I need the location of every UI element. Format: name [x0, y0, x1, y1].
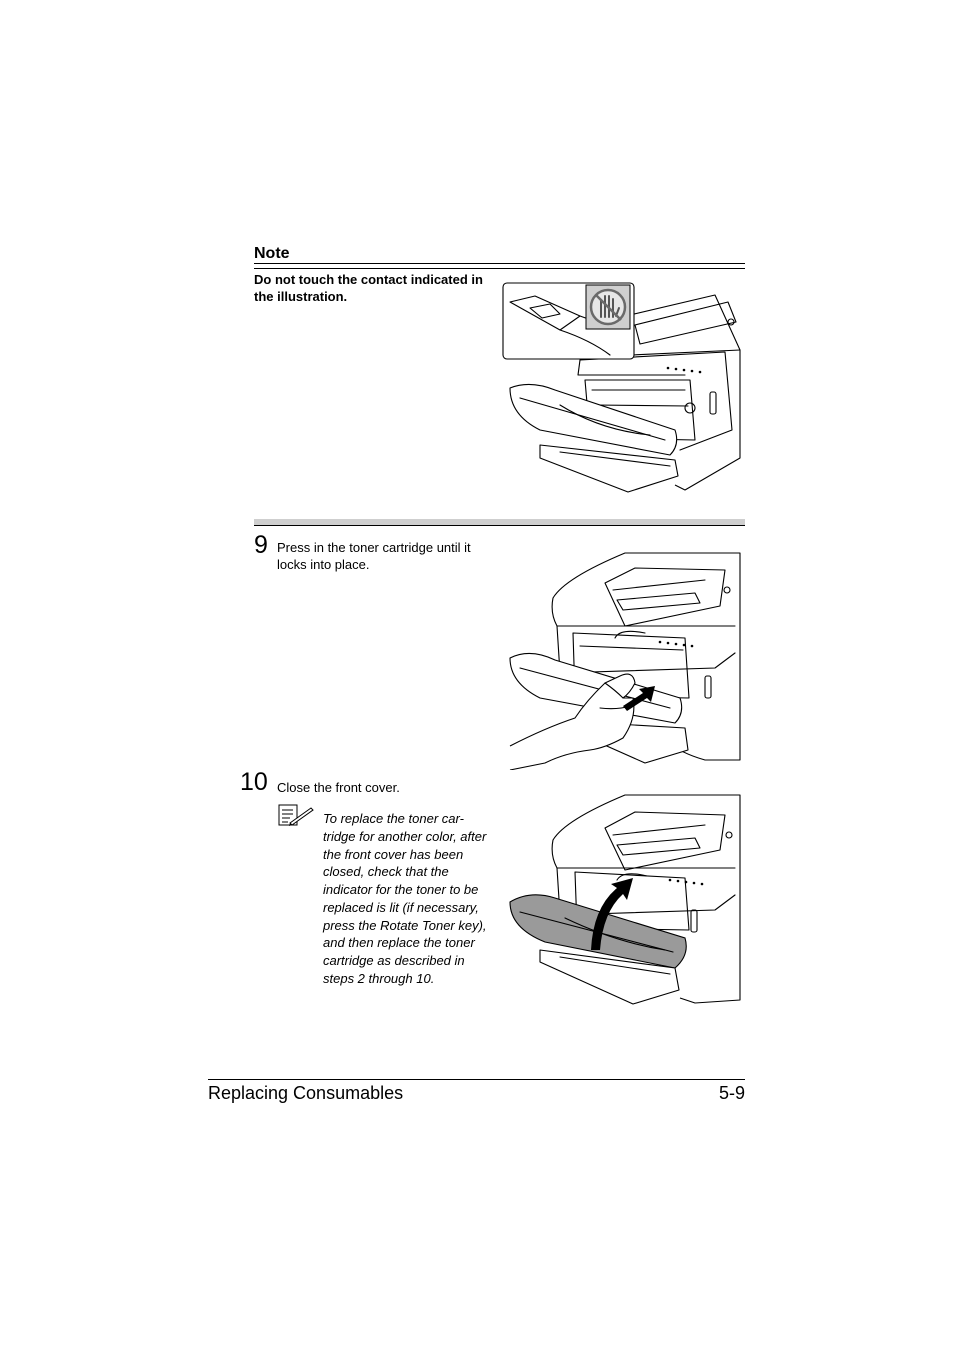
- press-cartridge-illustration: [509, 552, 741, 770]
- footer-page-number: 5-9: [718, 1083, 745, 1103]
- step-text: Close the front cover.: [277, 780, 400, 795]
- footer-rule: [208, 1079, 745, 1080]
- note-text: Do not touch the contact indicated in th…: [254, 272, 483, 304]
- note-heading: Note: [254, 245, 290, 262]
- note-rule-top: [254, 263, 745, 264]
- memo-pen-icon: [278, 804, 314, 826]
- note-rule-bottom: [254, 268, 745, 269]
- printer-contact-illustration: [502, 282, 741, 493]
- step-number: 10: [240, 768, 268, 796]
- footer-section-title: Replacing Consumables: [208, 1083, 404, 1103]
- memo-text: To replace the toner car-tridge for anot…: [323, 811, 487, 986]
- close-cover-illustration: [509, 794, 741, 1005]
- step-divider-bar: [254, 519, 745, 526]
- step-number: 9: [254, 531, 268, 559]
- step-text: Press in the toner cartridge until it lo…: [277, 540, 471, 572]
